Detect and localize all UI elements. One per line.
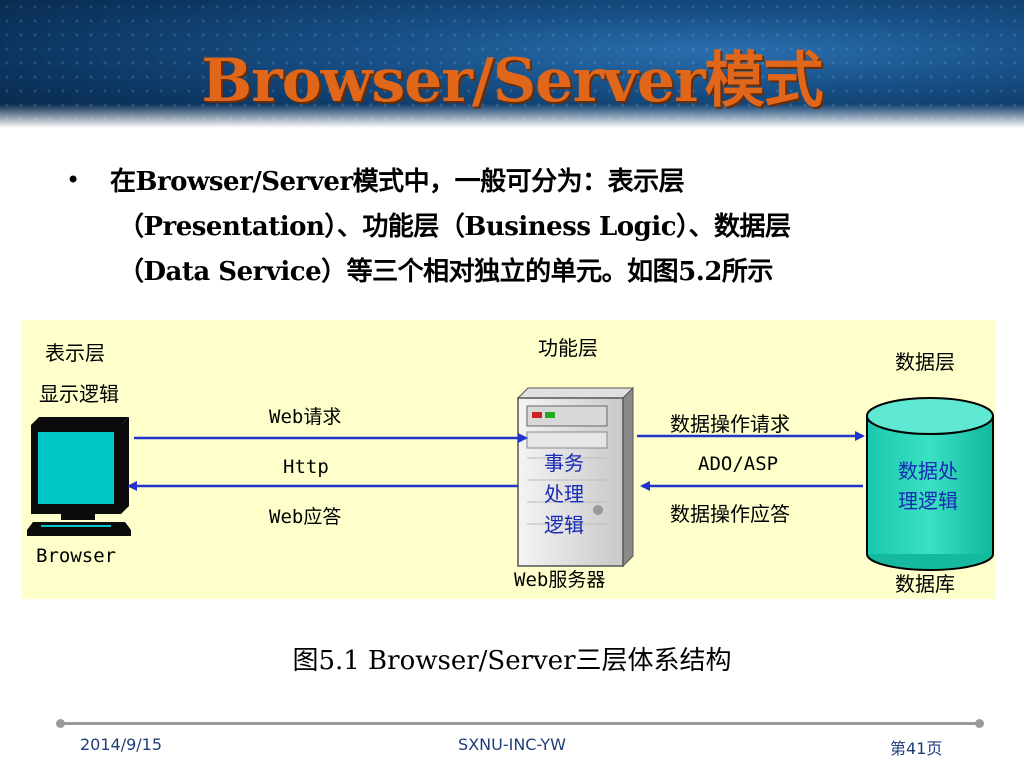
header-banner (0, 0, 1024, 128)
figure-caption: 图5.1 Browser/Server三层体系结构 (292, 646, 732, 676)
server-logic-text: 事务 处理 逻辑 (544, 448, 584, 541)
server-icon (516, 386, 635, 568)
bullet-icon: • (66, 166, 81, 194)
db-logic-text: 数据处 理逻辑 (898, 456, 958, 516)
data-op-request-label: 数据操作请求 (670, 412, 790, 436)
bullet-line-1: 在Browser/Server模式中，一般可分为：表示层 (110, 167, 685, 197)
server-text-line-2: 处理 (544, 482, 584, 506)
server-text-line-3: 逻辑 (544, 513, 584, 537)
web-server-label: Web服务器 (514, 569, 606, 591)
server-text-line-1: 事务 (544, 451, 584, 475)
database-label: 数据库 (895, 572, 955, 596)
ado-asp-label: ADO/ASP (698, 453, 779, 475)
db-text-line-1: 数据处 (898, 459, 958, 483)
footer-date: 2014/9/15 (80, 735, 163, 754)
display-logic-label: 显示逻辑 (39, 382, 119, 406)
web-request-label: Web请求 (269, 406, 342, 428)
slide-title: Browser/Server模式 (201, 46, 823, 116)
http-label: Http (283, 456, 329, 478)
function-layer-label: 功能层 (538, 336, 598, 360)
bullet-line-2: （Presentation）、功能层（Business Logic）、数据层 (118, 212, 791, 242)
db-text-line-2: 理逻辑 (898, 489, 958, 513)
data-op-response-label: 数据操作应答 (670, 502, 790, 526)
computer-icon (27, 417, 131, 536)
footer-page: 第41页 (890, 739, 943, 758)
presentation-layer-label: 表示层 (45, 341, 105, 365)
bullet-text: 在Browser/Server模式中，一般可分为：表示层 （Presentati… (110, 160, 958, 295)
footer-divider (56, 719, 984, 728)
diagram-shapes (27, 386, 994, 571)
database-icon (866, 397, 994, 571)
bs-architecture-diagram: 表示层 显示逻辑 Browser 功能层 Web请求 Http Web应答 事务… (21, 320, 996, 599)
bullet-line-3: （Data Service）等三个相对独立的单元。如图5.2所示 (118, 257, 773, 287)
browser-label: Browser (36, 545, 117, 567)
footer-org: SXNU-INC-YW (458, 735, 566, 754)
data-layer-label: 数据层 (895, 350, 955, 374)
web-response-label: Web应答 (269, 506, 342, 528)
